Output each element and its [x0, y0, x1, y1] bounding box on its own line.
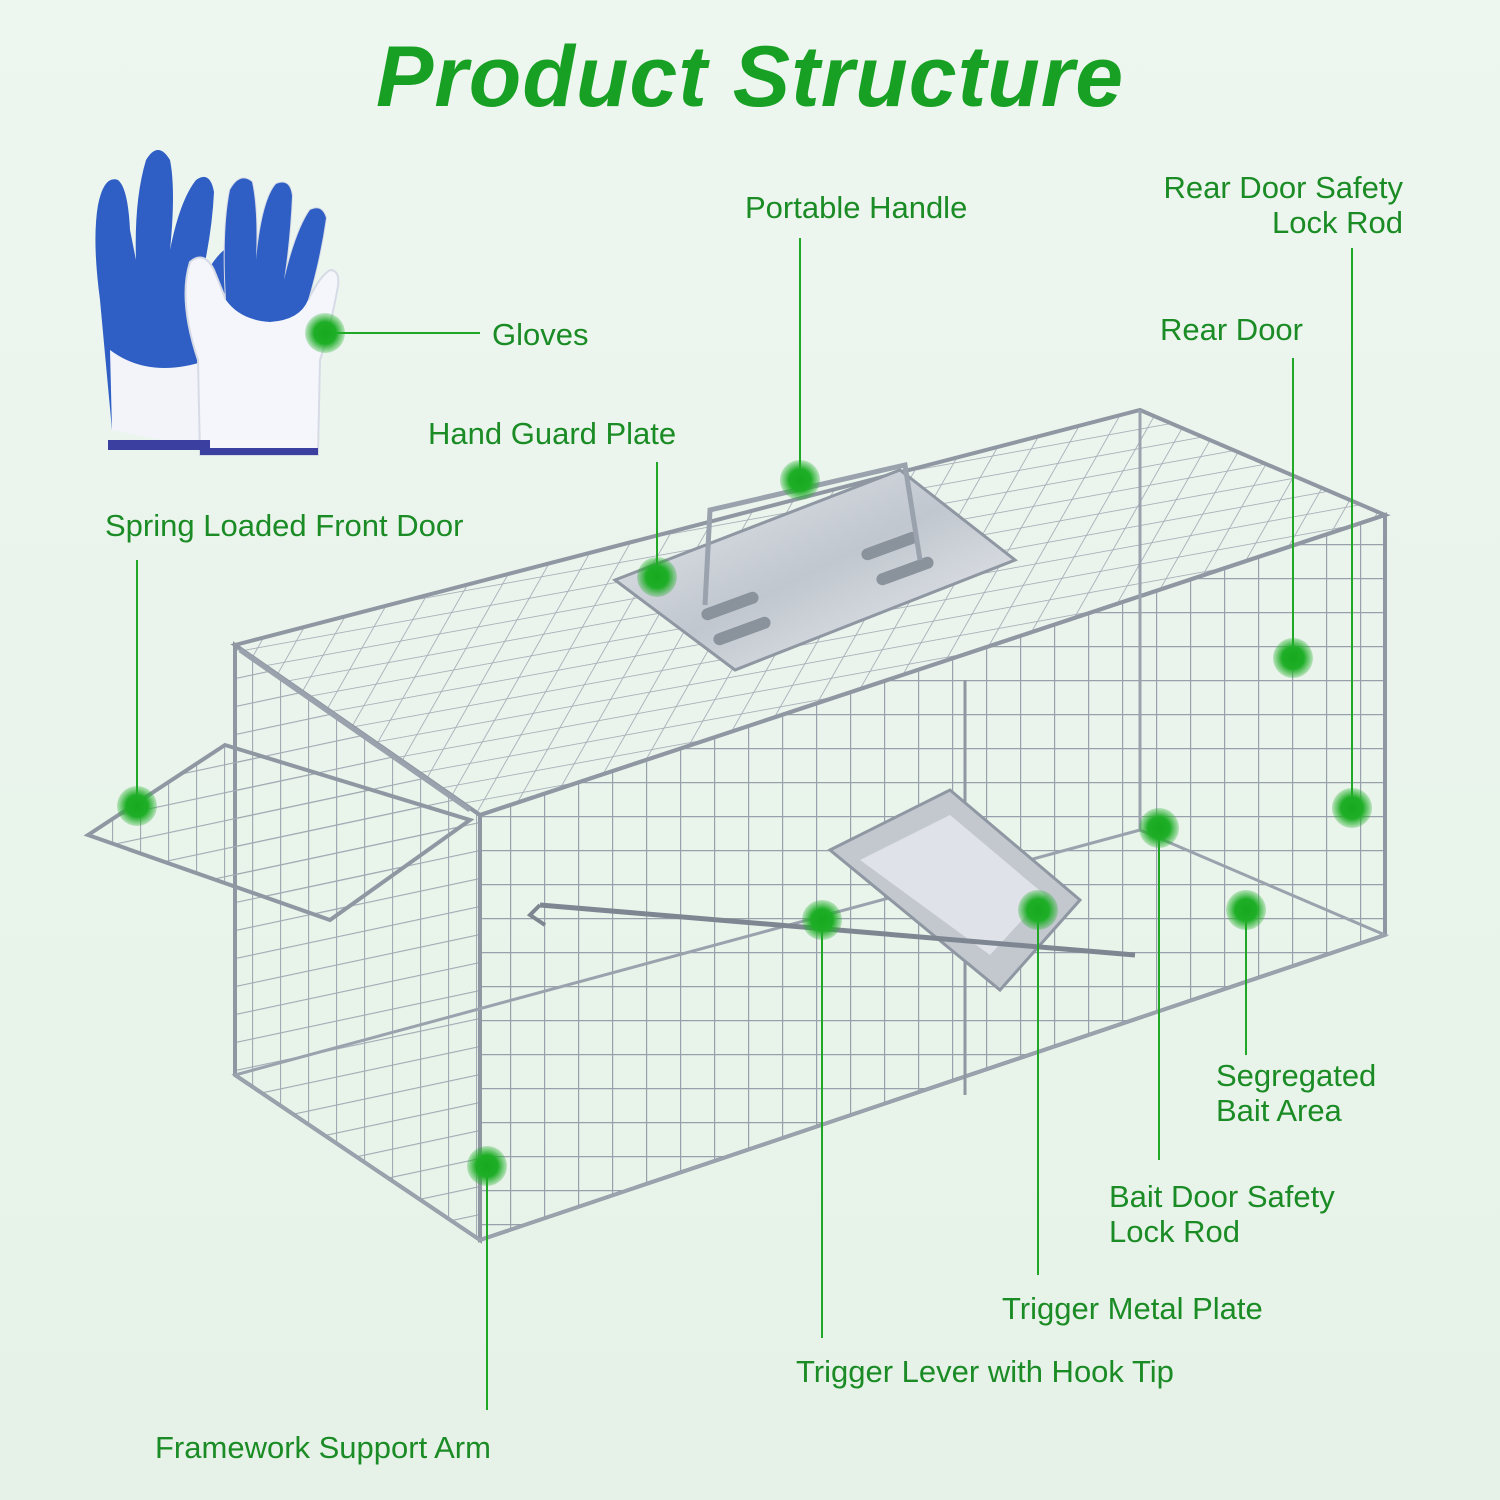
label-bait-door-safety-lock-rod: Bait Door Safety Lock Rod	[1109, 1179, 1335, 1249]
label-line-1: Bait Door Safety	[1109, 1179, 1335, 1214]
callout-dots	[117, 313, 1372, 1186]
trigger-plate-dot	[1018, 890, 1058, 930]
label-trigger-lever-with-hook-tip: Trigger Lever with Hook Tip	[796, 1354, 1174, 1389]
callout-lines	[136, 238, 1353, 1410]
label-line-2: Lock Rod	[1109, 1214, 1240, 1249]
rear-door-safety-rod-dot	[1332, 788, 1372, 828]
label-line-2: Lock Rod	[1272, 205, 1403, 240]
label-line-1: Rear Door Safety	[1163, 170, 1404, 205]
label-rear-door-safety-lock-rod: Rear Door Safety Lock Rod	[1164, 170, 1404, 240]
gloves-icon	[95, 150, 340, 456]
label-segregated-bait-area: Segregated Bait Area	[1216, 1058, 1376, 1128]
label-spring-loaded-front-door: Spring Loaded Front Door	[105, 508, 464, 543]
cage-trap-illustration	[83, 407, 1391, 1244]
page-title: Product Structure	[375, 29, 1125, 125]
portable-handle-dot	[780, 460, 820, 500]
rear-door-dot	[1273, 638, 1313, 678]
segregated-bait-area-dot	[1226, 890, 1266, 930]
gloves-dot	[305, 313, 345, 353]
label-trigger-metal-plate: Trigger Metal Plate	[1002, 1291, 1263, 1326]
label-line-1: Segregated	[1216, 1058, 1377, 1093]
label-line-2: Bait Area	[1216, 1093, 1342, 1128]
label-portable-handle: Portable Handle	[745, 190, 968, 225]
trigger-lever-dot	[802, 900, 842, 940]
label-rear-door: Rear Door	[1160, 312, 1303, 347]
framework-arm-dot	[467, 1146, 507, 1186]
label-framework-support-arm: Framework Support Arm	[155, 1430, 491, 1465]
bait-door-rod-dot	[1139, 808, 1179, 848]
label-hand-guard-plate: Hand Guard Plate	[428, 416, 677, 451]
label-gloves: Gloves	[492, 317, 589, 352]
front-door-dot	[117, 786, 157, 826]
hand-guard-plate-dot	[637, 557, 677, 597]
